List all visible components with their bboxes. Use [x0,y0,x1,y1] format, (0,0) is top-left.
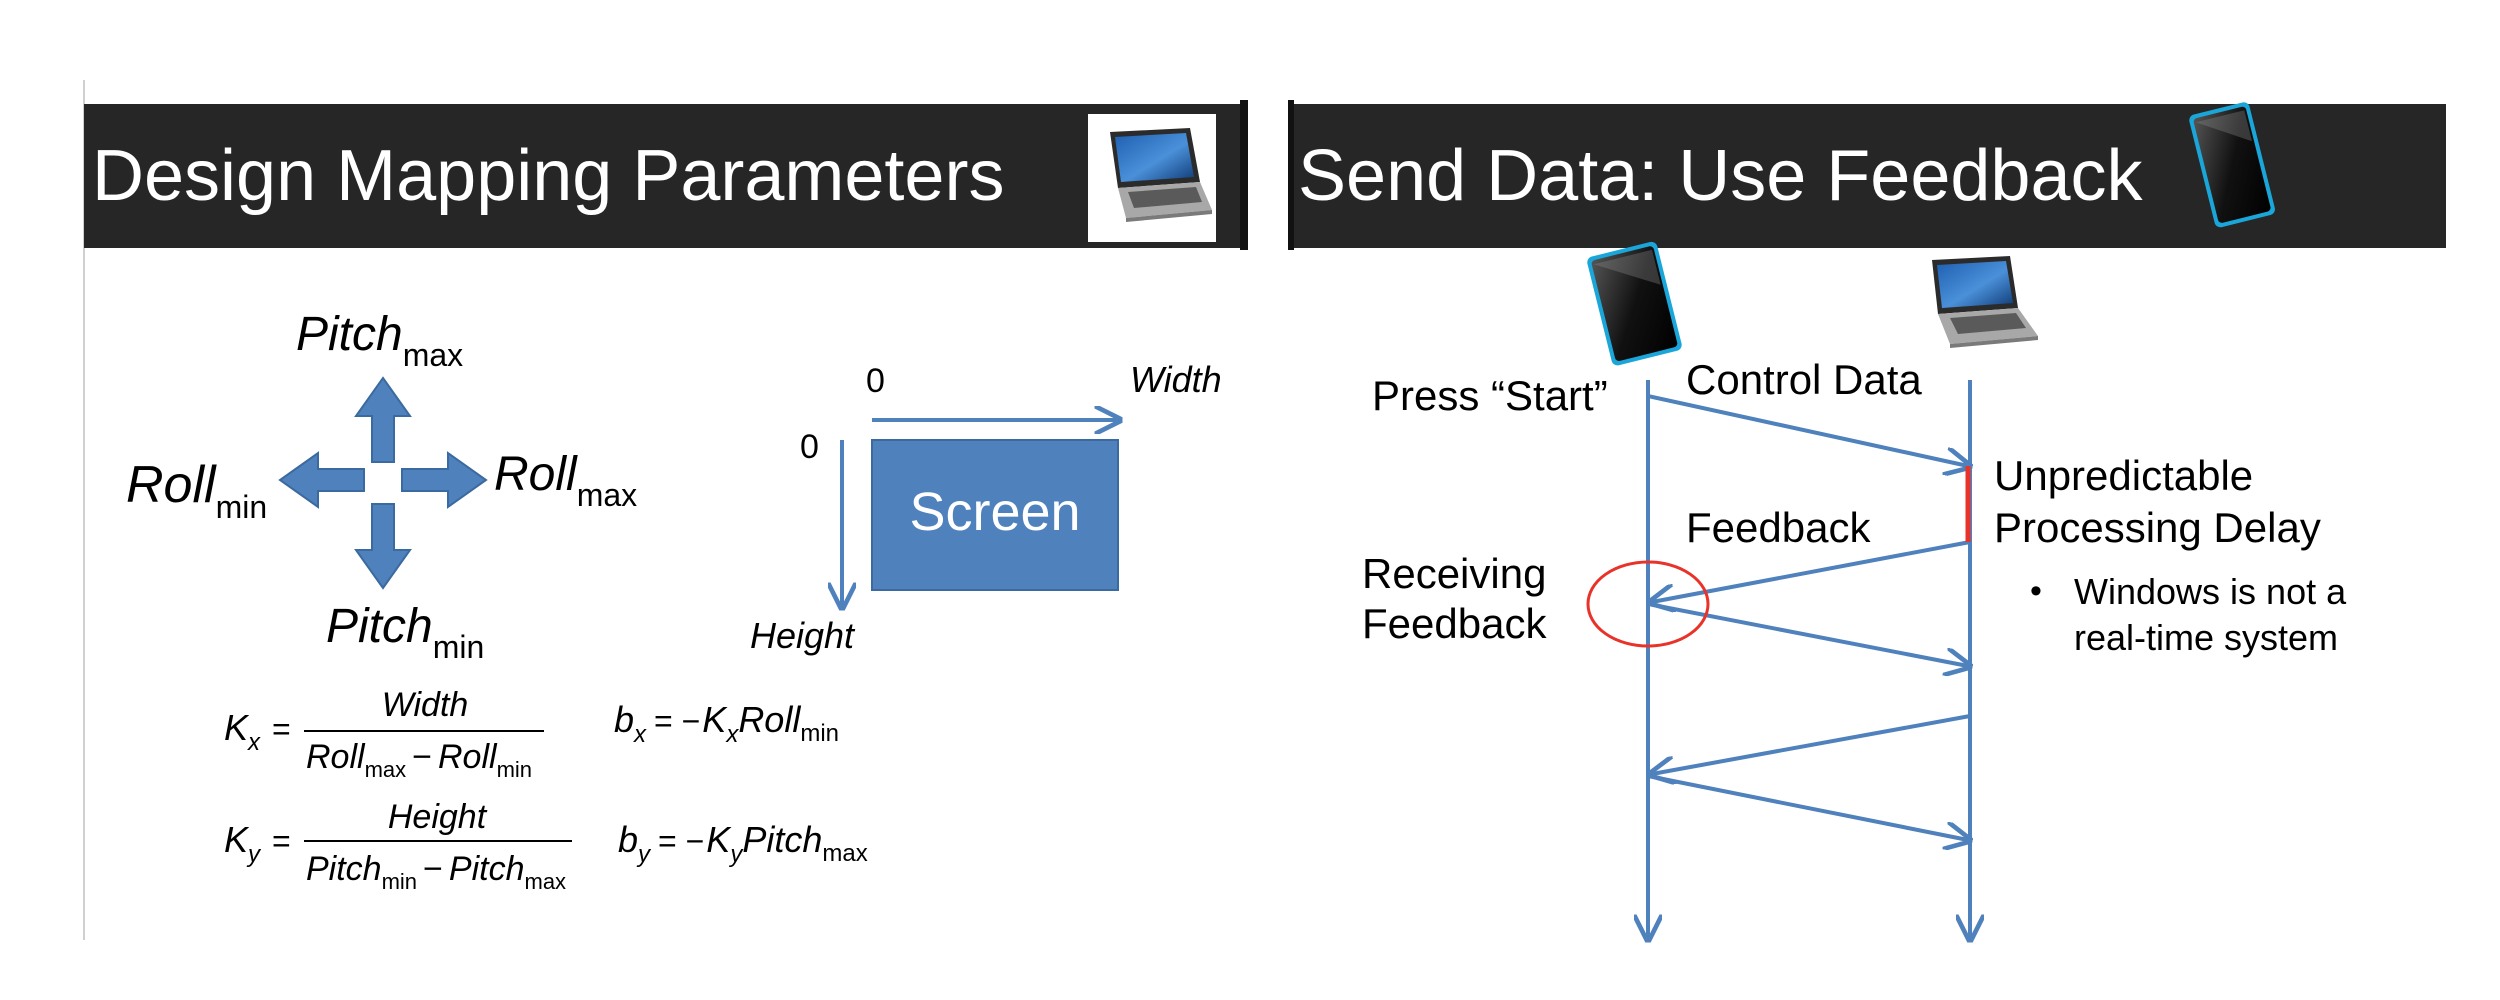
ky-numerator: Height [388,798,488,836]
feedback-arrow-2 [1652,714,1971,774]
receiving-label-line1: Receiving [1362,550,1546,597]
left-arrow [278,451,365,509]
pitch-min-label: Pitchmin [326,600,484,665]
laptop-icon [1932,256,2038,348]
sequence-labels: Press “Start” Control Data Feedback Rece… [1362,356,2347,658]
ky-lhs: Ky [224,819,262,868]
control-data-label: Control Data [1686,356,1922,403]
delay-label-line2: Processing Delay [1994,504,2321,551]
kx-numerator: Width [382,686,469,724]
message-arrows [1647,394,1971,840]
formulas: Kx = Width Rollmax−Rollmin bx= −KxRollmi… [224,686,868,894]
ky-equals: = [272,823,291,859]
left-slide: Design Mapping Parameters Pitchmax Pitch… [83,80,1248,940]
screen-diagram: 0 0 Width Height Screen [750,359,1222,656]
phone-icon [2189,102,2275,228]
left-title: Design Mapping Parameters [92,136,1004,216]
send-arrow-2 [1647,602,1968,666]
phone-icon [1587,241,1682,366]
origin-y-label: 0 [800,428,819,466]
pitch-max-label: Pitchmax [296,308,463,373]
feedback-arrow [1652,540,1971,602]
press-start-label: Press “Start” [1372,372,1608,419]
note-line1: Windows is not a [2074,571,2347,612]
bx-formula: bx= −KxRollmin [614,699,839,748]
right-slide: Send Data: Use Feedback [1288,100,2446,938]
ky-denominator: Pitchmin−Pitchmax [306,850,566,894]
receiving-label-line2: Feedback [1362,600,1547,647]
receiving-feedback-circle [1586,560,1710,648]
direction-arrows [278,376,488,590]
roll-max-label: Rollmax [494,448,637,513]
kx-denominator: Rollmax−Rollmin [306,738,532,782]
kx-equals: = [272,711,291,747]
roll-min-label: Rollmin [126,456,267,525]
note-bullet: • [2030,572,2042,610]
send-arrow-3 [1647,774,1968,840]
kx-lhs: Kx [224,707,261,756]
up-arrow [354,376,412,463]
right-arrow [401,451,488,509]
width-label: Width [1130,359,1222,400]
feedback-label: Feedback [1686,504,1871,551]
screen-label: Screen [909,482,1080,542]
by-formula: by= −KyPitchmax [618,819,868,868]
origin-x-label: 0 [866,362,885,400]
right-title: Send Data: Use Feedback [1298,136,2143,216]
down-arrow [354,503,412,590]
note-line2: real-time system [2074,617,2338,658]
screen-box [871,439,1119,591]
laptop-icon [1088,114,1216,242]
control-data-arrow [1647,394,1968,466]
delay-label-line1: Unpredictable [1994,452,2253,499]
left-title-bar [84,104,1248,248]
height-label: Height [750,615,856,656]
